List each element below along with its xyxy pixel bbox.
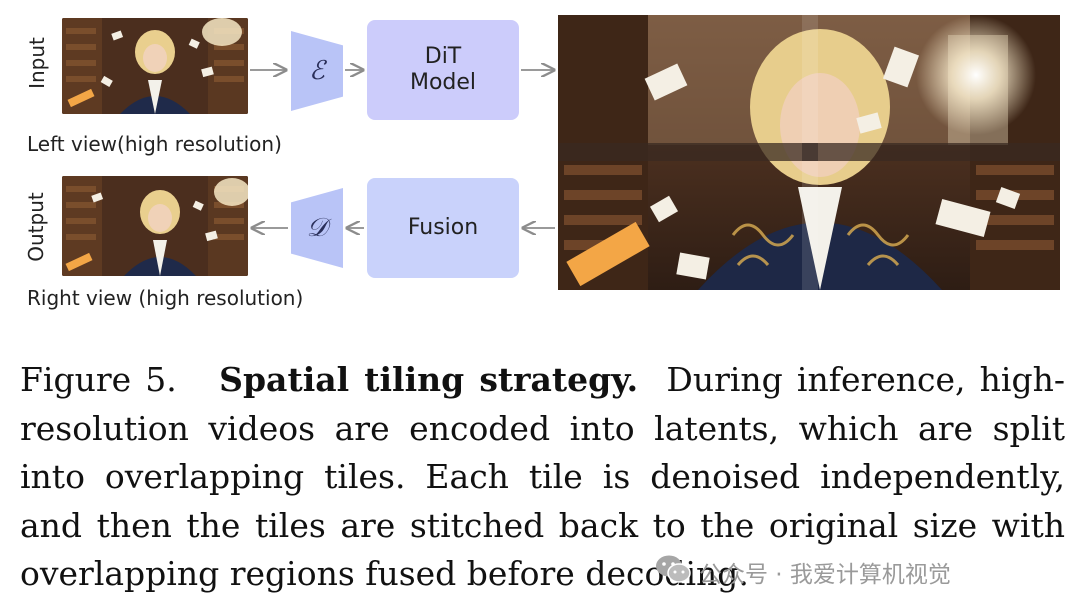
decoder-symbol: 𝒟 bbox=[306, 212, 328, 243]
watermark-text: 公众号 · 我爱计算机视觉 bbox=[699, 562, 951, 588]
decoder-block: 𝒟 bbox=[291, 188, 343, 268]
fusion-box: Fusion bbox=[367, 178, 519, 278]
left-view-caption: Left view(high resolution) bbox=[27, 132, 282, 156]
flow-arrows bbox=[250, 0, 1080, 320]
figure-label: Figure 5. bbox=[20, 360, 177, 399]
tiling-diagram: Input Output bbox=[24, 0, 1080, 320]
wechat-icon bbox=[655, 554, 691, 590]
output-frame-thumbnail bbox=[62, 176, 248, 276]
tiled-latent-image bbox=[558, 15, 1060, 290]
watermark: 公众号 · 我爱计算机视觉 bbox=[655, 552, 951, 592]
encoder-symbol: ℰ bbox=[309, 56, 325, 86]
dit-model-box: DiT Model bbox=[367, 20, 519, 120]
input-frame-thumbnail bbox=[62, 18, 248, 114]
right-view-caption: Right view (high resolution) bbox=[27, 286, 304, 310]
encoder-block: ℰ bbox=[291, 31, 343, 111]
figure-body: During inference, high-resolution videos… bbox=[20, 360, 1065, 593]
figure-caption: Figure 5. Spatial tiling strategy. Durin… bbox=[20, 356, 1065, 599]
figure-title: Spatial tiling strategy. bbox=[219, 360, 639, 399]
